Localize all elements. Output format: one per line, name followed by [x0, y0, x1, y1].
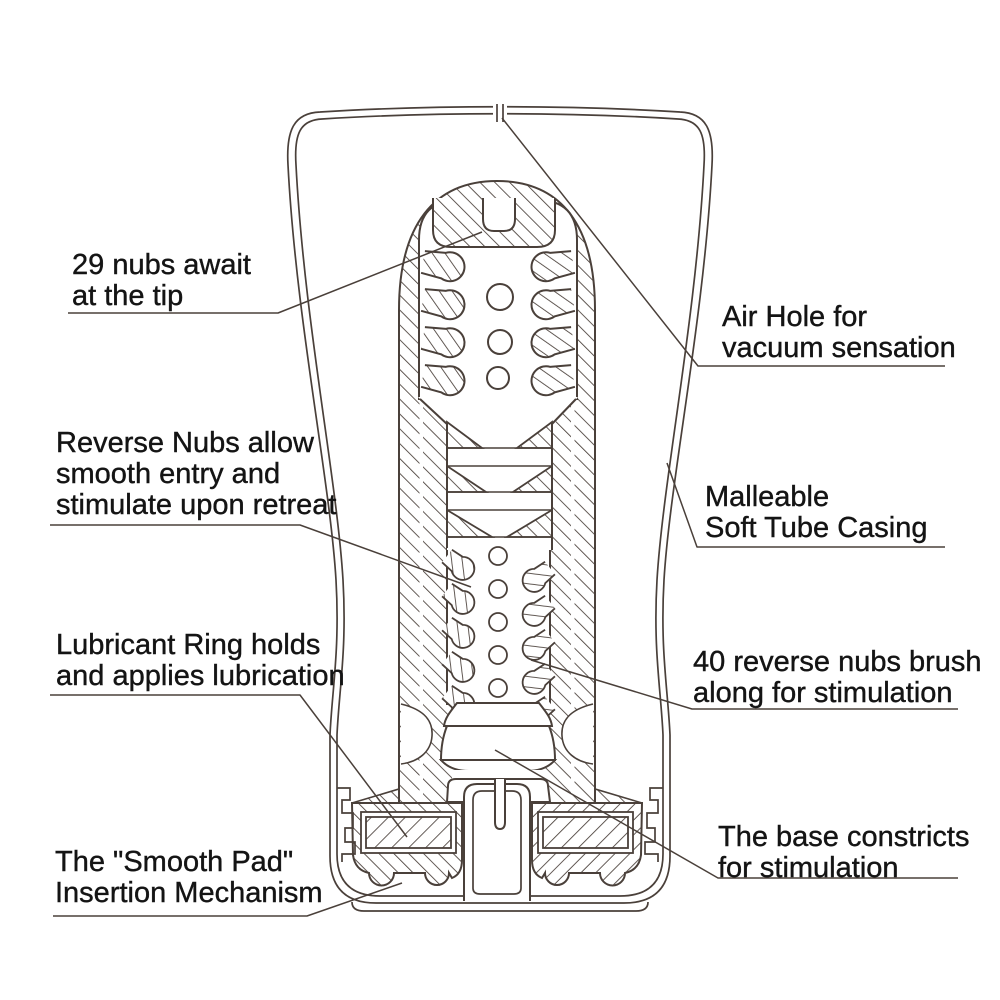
label-base: The base constricts for stimulation	[718, 821, 970, 884]
base-clip-right	[644, 787, 663, 862]
label-line: for stimulation	[718, 852, 899, 884]
wall-notch-right	[561, 703, 594, 765]
label-line: smooth entry and	[56, 458, 281, 490]
tip-side-nubs	[420, 250, 576, 397]
reverse-nub-plates	[418, 397, 578, 550]
bell-1	[442, 702, 554, 727]
lubricant-ring-right	[542, 816, 629, 849]
label-line: stimulate upon retreat	[56, 489, 337, 521]
taper-left	[419, 398, 449, 426]
label-reverse-nubs: Reverse Nubs allow smooth entry and stim…	[56, 427, 337, 521]
leader-base	[494, 749, 958, 879]
label-nubs-tip: 29 nubs await at the tip	[72, 249, 251, 312]
base-channel-inner	[472, 790, 522, 895]
leader-casing	[666, 462, 945, 548]
bell-2	[439, 725, 557, 761]
leader-reverse-nubs	[50, 524, 472, 588]
slab-shoulder-right	[594, 787, 643, 804]
lower-reverse-nubs	[441, 546, 556, 728]
label-line: Insertion Mechanism	[55, 877, 323, 909]
tip-nubs-cavity	[418, 198, 578, 400]
tip-center-notch	[482, 198, 516, 232]
label-line: at the tip	[72, 280, 184, 312]
channel-bumps-lower	[488, 546, 508, 698]
reverse-nub-fingers	[441, 548, 556, 728]
bell-gap	[452, 770, 546, 780]
leader-air-hole	[501, 117, 945, 367]
base-assembly	[350, 779, 644, 901]
plate-lines	[447, 447, 552, 538]
label-air-hole: Air Hole for vacuum sensation	[722, 301, 956, 364]
label-line: Air Hole for	[722, 301, 868, 333]
casing-outer-line	[286, 105, 714, 904]
label-line: 29 nubs await	[72, 249, 251, 281]
sleeve-wall-gap-left	[419, 300, 423, 795]
wall-notch-left	[400, 703, 433, 765]
label-line: and applies lubrication	[56, 660, 345, 692]
lubricant-ring-left	[365, 816, 452, 849]
leader-smooth-pad	[53, 882, 403, 917]
leader-lines	[50, 117, 958, 917]
label-forty-nubs: 40 reverse nubs brush along for stimulat…	[693, 646, 982, 709]
label-casing: Malleable Soft Tube Casing	[705, 481, 928, 544]
base-foot-lip	[351, 901, 649, 912]
label-line: 40 reverse nubs brush	[693, 646, 982, 678]
label-line: along for stimulation	[693, 677, 953, 709]
soft-tube-casing	[286, 105, 714, 912]
label-line: The "Smooth Pad"	[55, 846, 294, 878]
taper-fill	[418, 397, 578, 426]
channel-bumps-top	[486, 283, 514, 390]
label-line: vacuum sensation	[722, 332, 956, 364]
label-line: Soft Tube Casing	[705, 512, 928, 544]
taper-right	[550, 398, 577, 426]
sleeve-wall-gap-right	[571, 300, 575, 795]
label-line: Lubricant Ring holds	[56, 629, 321, 661]
base-slot	[494, 779, 506, 831]
leader-nubs-tip	[68, 231, 483, 314]
label-smooth-pad: The "Smooth Pad" Insertion Mechanism	[55, 846, 323, 909]
leader-forty-nubs	[530, 659, 958, 710]
casing-inner-line	[294, 112, 706, 897]
bell-3	[438, 759, 558, 772]
label-line: The base constricts	[718, 821, 970, 853]
label-line: Reverse Nubs allow	[56, 427, 314, 459]
label-lubricant-ring: Lubricant Ring holds and applies lubrica…	[56, 629, 345, 692]
leader-lubricant-ring	[50, 694, 408, 838]
label-line: Malleable	[705, 481, 830, 513]
